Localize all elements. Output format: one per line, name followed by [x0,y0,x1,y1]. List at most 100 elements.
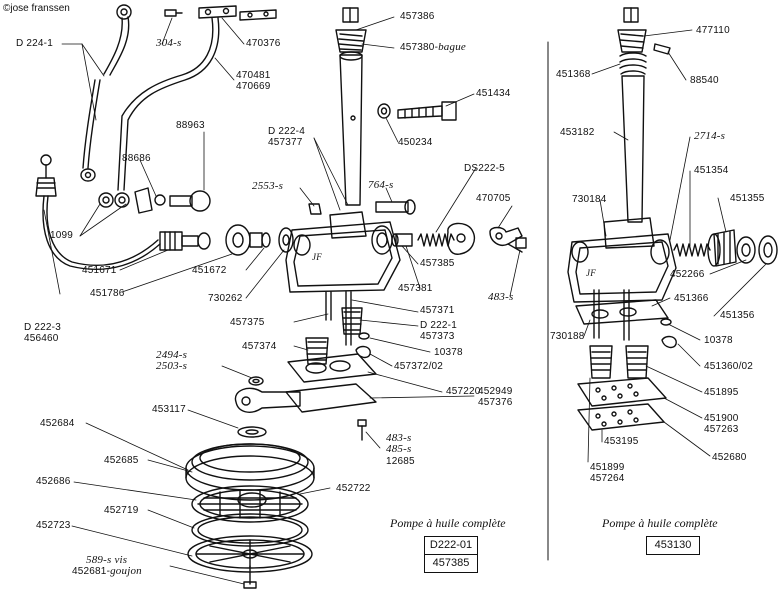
pump-body-right [567,217,677,303]
label-457385: 457385 [420,258,455,269]
pin-88540 [653,43,671,55]
banjo-bolt-88963 [169,190,211,212]
label-451360-02: 451360/02 [704,361,754,372]
label-d222-4: D 222-4 [268,126,305,137]
shaft-gear-477110 [617,7,647,53]
pump-column-453182 [621,75,645,223]
label-470705: 470705 [476,193,511,204]
label-589-s-vis: 589-s vis [86,554,128,566]
label-451356: 451356 [720,310,755,321]
label-730188: 730188 [550,331,585,342]
gear-451895 [625,345,649,379]
label-452686: 452686 [36,476,71,487]
gear-457374 [305,337,329,365]
bracket-470376 [198,5,277,21]
label-d222-1: D 222-1 [420,320,457,331]
cap-451355 [707,229,737,267]
right-ref-code-1: 453130 [654,539,692,551]
gear-457373 [341,307,363,335]
label-457374: 457374 [242,341,277,352]
label-88540: 88540 [690,75,719,86]
pump-body-left [285,211,401,293]
gasket-457220 [287,353,377,383]
label-730184: 730184 [572,194,607,205]
gasket-730262 [278,227,294,253]
label-453182: 453182 [560,127,595,138]
oil-pipe-470481 [117,17,220,191]
label-452723: 452723 [36,520,71,531]
label-483-s-bottom: 483-s [386,432,412,444]
label-451899: 451899 [590,462,625,473]
gear-451899 [589,345,613,379]
label-470481: 470481 [236,70,271,81]
label-457220: 457220 [446,386,481,397]
spring-451368 [619,52,647,75]
left-ref-code-1: D222-01 [425,537,477,555]
label-450234: 450234 [398,137,433,148]
screw-483-s-bottom [357,419,367,441]
banjo-tube-d224-1 [80,4,132,182]
flange-457385 [446,222,476,255]
label-457381: 457381 [398,283,433,294]
label-d224-1: D 224-1 [16,38,53,49]
label-451671: 451671 [82,265,117,276]
cover-452680 [577,403,665,431]
label-2503-s: 2503-s [156,360,188,372]
label-452685: 452685 [104,455,139,466]
left-assembly-ref-box: D222-01 457385 [424,536,478,573]
shaft-gear-457386 [335,7,367,53]
bolt-451434 [397,101,457,121]
circlip-457372 [355,345,371,359]
cover-452949 [234,383,377,413]
label-452266: 452266 [670,269,705,280]
label-457386: 457386 [400,11,435,22]
label-451434: 451434 [476,88,511,99]
label-457373: 457373 [420,331,455,342]
label-451355: 451355 [730,193,765,204]
label-453195: 453195 [604,436,639,447]
label-10378: 10378 [434,347,463,358]
washer-2494-s [248,376,264,386]
right-assembly-ref-box: 453130 [646,536,700,555]
stud-452681 [243,565,257,589]
valve-457381 [391,233,413,247]
label-457264: 457264 [590,473,625,484]
mesh-452686 [191,485,309,523]
label-2494-s: 2494-s [156,349,188,361]
label-88963: 88963 [176,120,205,131]
label-477110: 477110 [696,25,730,36]
label-764-s: 764-s [368,179,394,191]
label-88686: 88686 [122,153,151,164]
label-453117: 453117 [152,404,186,415]
label-304-s: 304-s [156,37,182,49]
label-d222-3: D 222-3 [24,322,61,333]
label-1099: 1099 [50,230,74,241]
label-451366: 451366 [674,293,709,304]
gasket-451900 [577,377,667,407]
label-451672: 451672 [192,265,227,276]
label-452680: 452680 [712,452,747,463]
label-485-s: 485-s [386,443,412,455]
circlip-10378 [358,332,370,340]
label-451368: 451368 [556,69,591,80]
label-451354: 451354 [694,165,729,176]
label-452722: 452722 [336,483,371,494]
circlip-451360 [661,335,677,349]
label-10378-right: 10378 [704,335,733,346]
label-451786: 451786 [90,288,125,299]
nut-452266 [736,236,756,264]
strainer-452684 [185,443,315,501]
washer-453117 [237,426,267,438]
casting-mark-right: JF [586,268,596,278]
washer-451786 [225,224,251,256]
label-451895: 451895 [704,387,739,398]
spring-2714-s [673,243,711,257]
label-470376: 470376 [246,38,281,49]
label-452949: 452949 [478,386,513,397]
label-457377: 457377 [268,137,303,148]
label-452681-goujon: 452681-goujon [72,565,142,578]
label-456460: 456460 [24,333,59,344]
pressure-sender-d222-3 [35,154,161,270]
